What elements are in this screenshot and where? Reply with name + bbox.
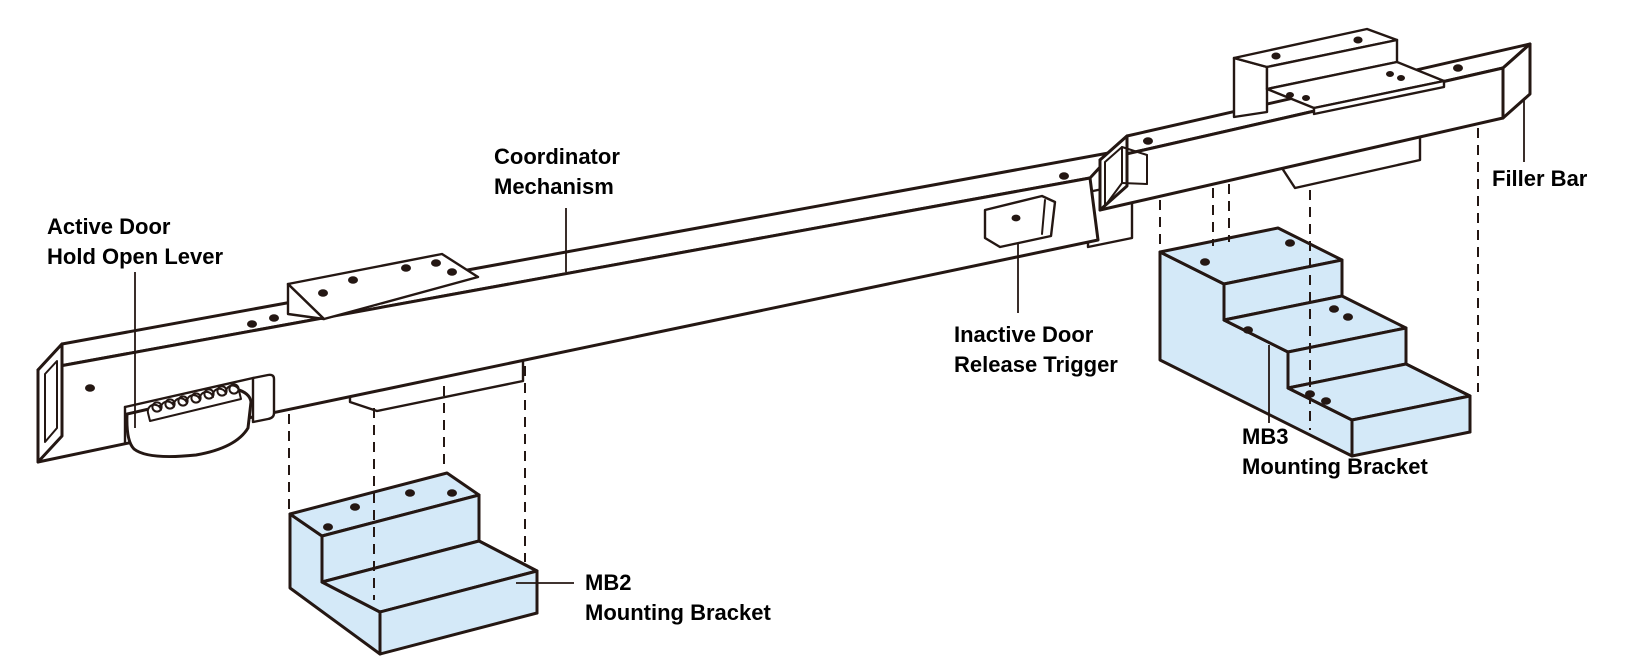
lever-rack-teeth xyxy=(151,383,240,413)
label-part-code: MB2 xyxy=(585,570,632,595)
hold-open-lever xyxy=(123,373,276,459)
filler-open-end xyxy=(1098,134,1129,212)
label-line: Hold Open Lever xyxy=(47,244,224,269)
filler-holes xyxy=(1143,64,1463,145)
lever-tab xyxy=(251,373,276,424)
mb3-bracket xyxy=(1158,226,1472,458)
label-line: Inactive Door xyxy=(954,322,1094,347)
mb2-bracket xyxy=(288,471,539,656)
label-part-code: MB3 xyxy=(1242,424,1289,449)
label-part-name: Mounting Bracket xyxy=(585,600,771,625)
label-active-door-hold-open-lever: Active Door Hold Open Lever xyxy=(47,212,223,272)
filler-bar-top-bracket xyxy=(1232,27,1446,119)
coordinator-bar xyxy=(36,150,1134,464)
label-mb2-mounting-bracket: MB2 Mounting Bracket xyxy=(585,568,771,628)
coordinator-holes xyxy=(85,172,1069,392)
label-part-name: Mounting Bracket xyxy=(1242,454,1428,479)
label-mb3-mounting-bracket: MB3 Mounting Bracket xyxy=(1242,422,1428,482)
release-trigger xyxy=(983,194,1057,249)
label-line: Mechanism xyxy=(494,174,614,199)
mb2-holes xyxy=(323,489,457,531)
mb3-holes xyxy=(1200,239,1353,405)
label-line: Filler Bar xyxy=(1492,166,1588,191)
label-line: Release Trigger xyxy=(954,352,1118,377)
label-coordinator-mechanism: Coordinator Mechanism xyxy=(494,142,620,202)
leader-lines xyxy=(134,99,1525,584)
label-line: Active Door xyxy=(47,214,171,239)
label-filler-bar: Filler Bar xyxy=(1492,164,1587,194)
label-line: Coordinator xyxy=(494,144,620,169)
projection-lines xyxy=(288,128,1479,600)
label-inactive-door-release-trigger: Inactive Door Release Trigger xyxy=(954,320,1118,380)
lever-arm xyxy=(125,387,253,459)
top-bracket-holes xyxy=(1271,36,1405,101)
